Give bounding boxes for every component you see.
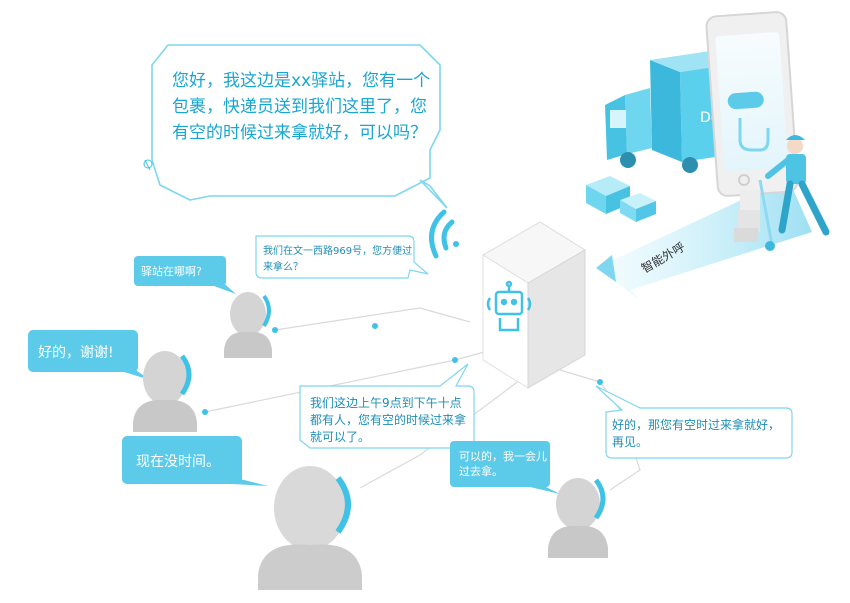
courier-illustration: [734, 135, 830, 251]
signal-icon: [429, 209, 459, 259]
outline-bubble-text-s2: 我们这边上午9点到下午十点都有人，您有空的时候过来拿就可以了。: [310, 396, 467, 444]
ai-server-box: [482, 221, 586, 389]
main-bubble-shape: [151, 44, 448, 209]
outline-bubble-text-s1: 我们在文一西路969号，您方便过来拿么？: [263, 246, 413, 273]
phone-illustration: [705, 11, 799, 197]
robot-icon: [486, 280, 532, 332]
main-bubble-text: 您好，我这边是xx驿站，您有一个包裹，快递员送到我们这里了，您有空的时候过来拿就…: [172, 71, 431, 143]
person-4-illustration: [548, 478, 608, 558]
solid-bubble-shape-b3: [122, 436, 268, 486]
outline-bubble-text-s3: 好的，那您有空时过来拿就好，再见。: [612, 418, 781, 449]
parcel-boxes: [586, 176, 656, 222]
person-1-illustration: [224, 292, 272, 358]
solid-bubble-text-b2: 好的，谢谢!: [38, 345, 114, 361]
outline-bubble-shape-s3: [595, 385, 793, 459]
solid-bubble-text-b4: 可以的，我一会儿过去拿。: [459, 450, 547, 478]
solid-bubble-text-b1: 驿站在哪啊?: [141, 265, 202, 278]
solid-bubble-text-b3: 现在没时间。: [136, 454, 220, 470]
network-nodes: [202, 135, 603, 415]
outline-bubble-shape-s1: [255, 235, 429, 279]
person-3-illustration: [258, 466, 362, 590]
solid-bubble-shape-b4: [450, 441, 560, 494]
person-2-illustration: [133, 351, 197, 432]
solid-bubble-shape-b1: [134, 256, 236, 294]
